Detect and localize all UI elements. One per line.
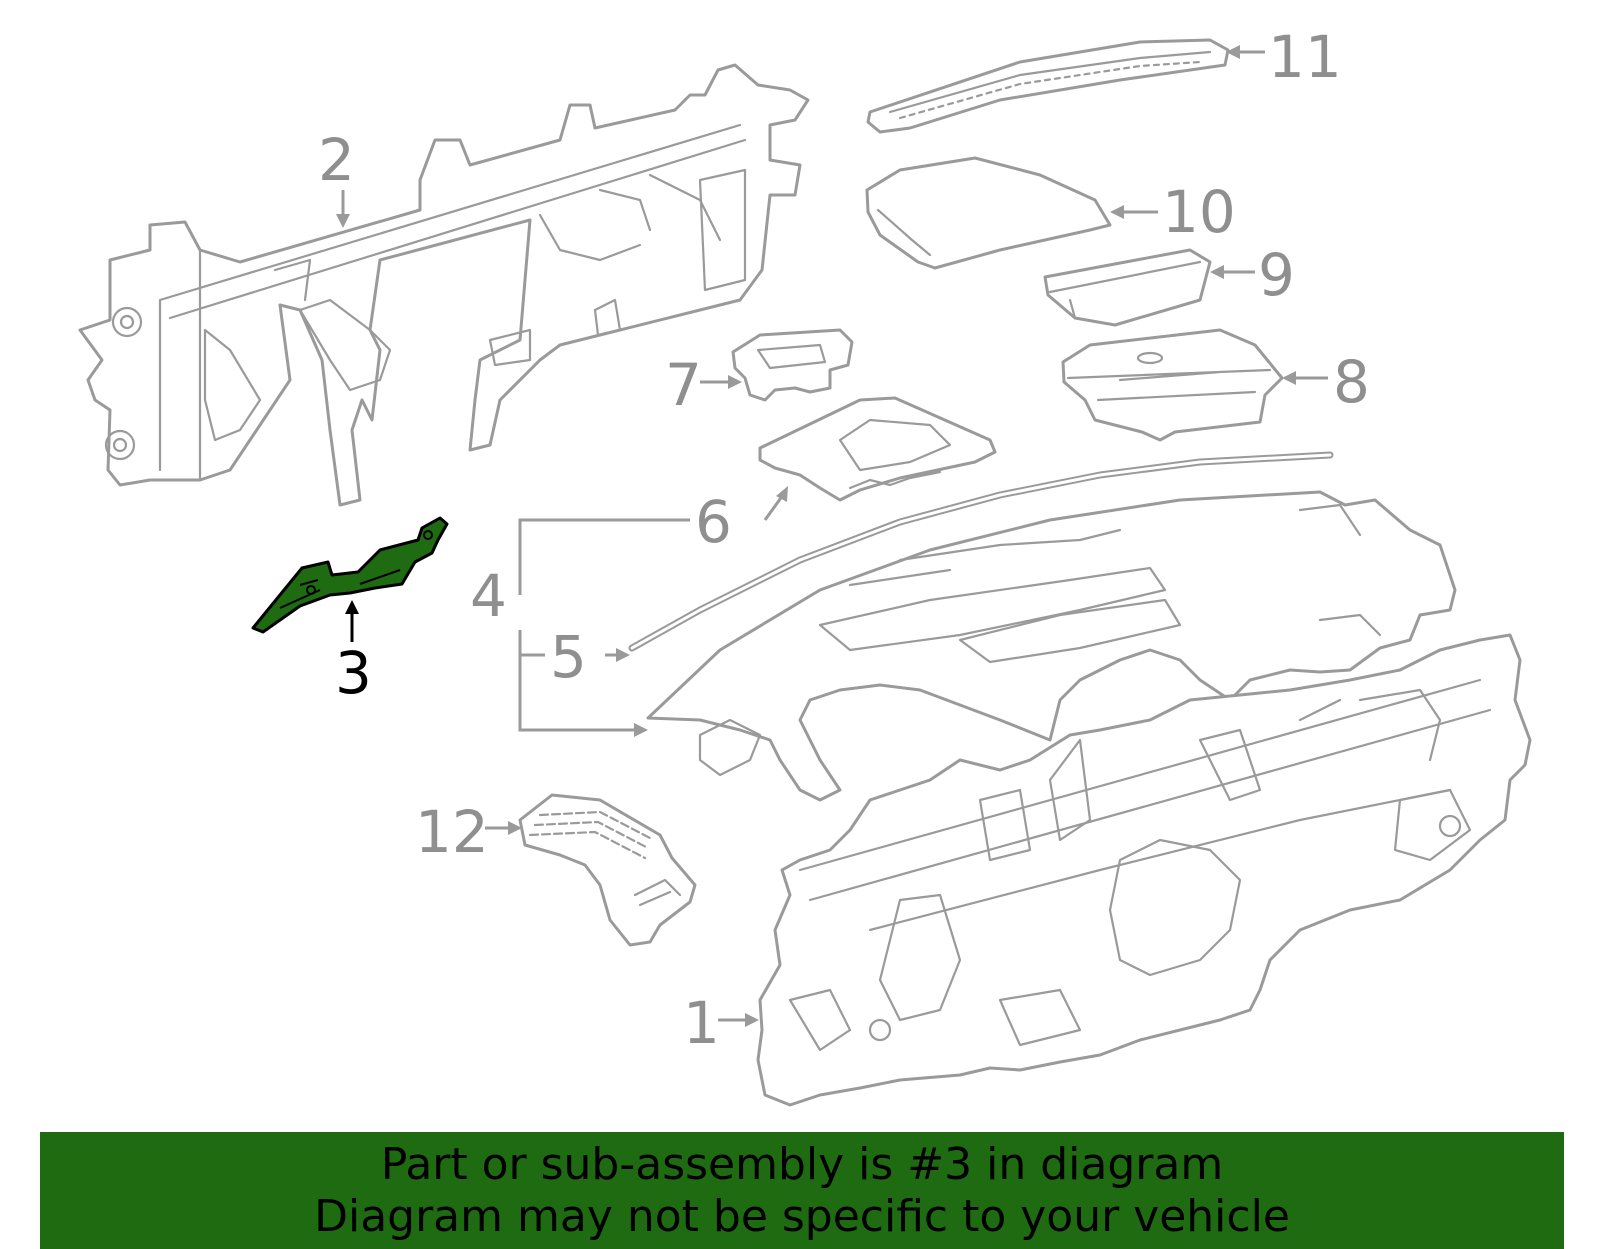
callout-1: 1 (683, 989, 720, 1057)
leader-4-top (518, 518, 690, 595)
arrowhead-12 (508, 821, 522, 835)
arrowhead-4 (634, 723, 648, 737)
arrowhead-10 (1110, 205, 1124, 219)
callout-11: 11 (1268, 23, 1342, 91)
banner-line-2: Diagram may not be specific to your vehi… (314, 1190, 1290, 1242)
arrowhead-3 (345, 600, 359, 614)
part-9-trim-strip[interactable] (1043, 248, 1212, 327)
callout-2: 2 (318, 126, 355, 194)
part-6-cluster-bezel[interactable] (758, 396, 997, 502)
arrowhead-5 (616, 648, 630, 662)
callout-7: 7 (665, 351, 702, 419)
callout-10: 10 (1162, 178, 1236, 246)
part-10-cover-panel[interactable] (865, 156, 1112, 270)
arrowhead-9 (1210, 265, 1224, 279)
parts-diagram: 2 3 11 10 9 8 (78, 23, 1532, 1107)
callout-12: 12 (415, 798, 489, 866)
banner-line-1: Part or sub-assembly is #3 in diagram (380, 1138, 1224, 1190)
callout-4: 4 (470, 562, 507, 630)
arrowhead-7 (728, 375, 742, 389)
callout-3: 3 (335, 639, 372, 707)
arrowhead-6 (776, 486, 788, 502)
arrowhead-8 (1282, 371, 1296, 385)
info-banner: Part or sub-assembly is #3 in diagram Di… (40, 1132, 1564, 1249)
arrowhead-11 (1226, 45, 1240, 59)
arrowhead-2 (336, 214, 350, 228)
part-4-panel-upper[interactable] (646, 490, 1457, 802)
callout-6: 6 (695, 488, 732, 556)
leader-4-bottom (518, 630, 642, 732)
leader-6 (763, 494, 785, 521)
part-3-bracket[interactable] (251, 516, 449, 634)
callout-8: 8 (1333, 348, 1370, 416)
callout-9: 9 (1258, 241, 1295, 309)
part-7-switch-bezel[interactable] (731, 328, 854, 402)
callout-5: 5 (550, 623, 587, 691)
part-2-crossbeam[interactable] (78, 63, 810, 507)
part-8-storage-tray[interactable] (1061, 328, 1284, 442)
part-11-defrost-grille[interactable] (866, 38, 1230, 134)
part-12-vent-duct[interactable] (518, 793, 697, 947)
part-1-carrier-frame[interactable] (756, 633, 1532, 1107)
arrowhead-1 (745, 1013, 759, 1027)
